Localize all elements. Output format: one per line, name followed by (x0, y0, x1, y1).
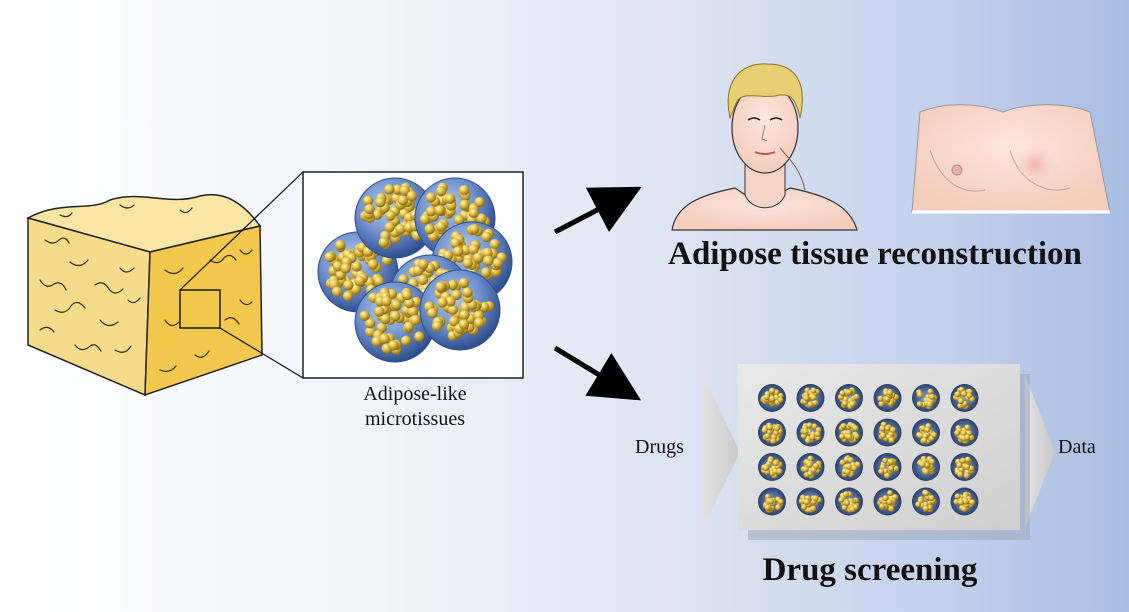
male-face-icon (671, 63, 858, 231)
plate-well (758, 384, 786, 412)
adipose-reconstruction-title: Adipose tissue reconstruction (668, 236, 1082, 272)
plate-well (950, 453, 979, 481)
plate-well (873, 487, 902, 516)
plate-well (873, 453, 902, 481)
plate-well (912, 384, 940, 412)
plate-well (950, 487, 979, 516)
plate-well (835, 487, 863, 516)
plate-well (912, 418, 940, 447)
drug-screening-title: Drug screening (762, 552, 978, 588)
microtissue-sphere (414, 177, 496, 259)
plate-well (796, 384, 825, 412)
microtissue-cluster-icon (302, 171, 524, 379)
plate-well (912, 487, 940, 516)
plate-well (835, 453, 863, 481)
drugs-flow-chevron (703, 375, 740, 528)
plate-well (758, 453, 786, 481)
data-flow-chevron (1025, 375, 1055, 528)
plate-well (796, 453, 825, 481)
plate-well (873, 384, 902, 412)
plate-well (950, 418, 979, 447)
plate-well (796, 487, 825, 516)
data-label: Data (1058, 436, 1096, 458)
female-chest-icon (911, 104, 1111, 214)
microtissue-sphere (419, 269, 501, 351)
well-plate-icon (738, 364, 1030, 540)
caption-line-2: microtissues (365, 408, 465, 430)
plate-well (950, 384, 979, 412)
plate-well (835, 384, 863, 412)
microtissue-caption: Adipose-like microtissues (300, 382, 530, 432)
plate-well (796, 418, 825, 447)
plate-well (912, 453, 940, 481)
plate-well (758, 418, 786, 447)
arrow-icon (553, 186, 642, 235)
plate-well (873, 418, 902, 447)
adipose-tissue-cube-icon (26, 171, 304, 397)
plate-well (758, 487, 786, 516)
caption-line-1: Adipose-like (363, 383, 467, 405)
plate-well (835, 418, 863, 447)
arrow-icon (553, 345, 642, 401)
microtissue-sphere (354, 281, 436, 363)
drugs-label: Drugs (635, 436, 684, 458)
